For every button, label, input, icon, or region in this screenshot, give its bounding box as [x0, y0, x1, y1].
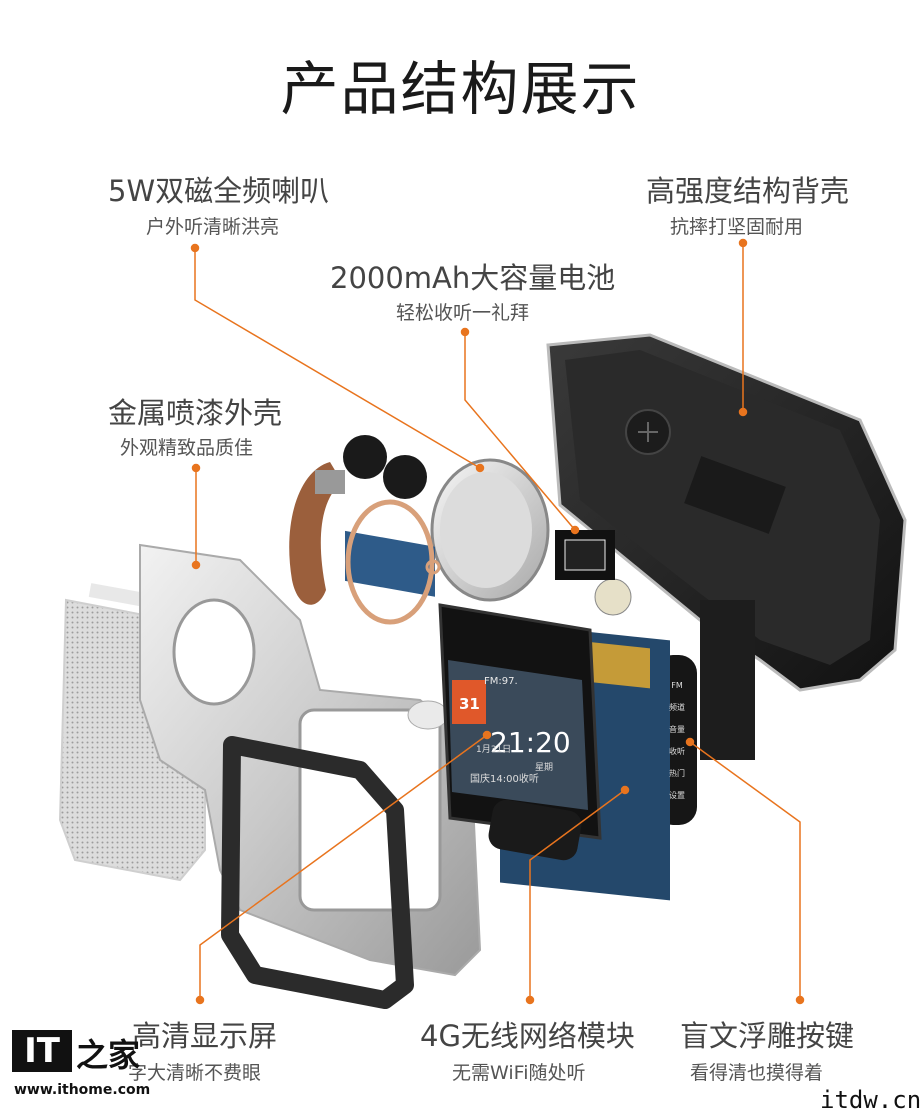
key-label: 音量: [669, 725, 685, 734]
callout-metalshell-label: 金属喷漆外壳: [108, 396, 283, 430]
callout-display-label: 高清显示屏: [132, 1019, 278, 1053]
screen-day: 星期: [535, 763, 554, 773]
callout-battery-sub: 轻松收听一礼拜: [396, 302, 530, 324]
callout-display-sub: 字大清晰不费眼: [128, 1062, 262, 1084]
screen-line2: 1月31日: [476, 745, 512, 755]
key-label: 频道: [669, 703, 685, 712]
callout-network-label: 4G无线网络模块: [420, 1019, 635, 1053]
page-title: 产品结构展示: [280, 55, 641, 123]
watermark-text: itdw.cn: [820, 1086, 921, 1114]
key-labels: FM 频道 音量 收听 热门 设置: [660, 675, 694, 807]
battery-part: [430, 458, 550, 602]
callout-speaker-label: 5W双磁全频喇叭: [108, 174, 330, 208]
callout-battery-label: 2000mAh大容量电池: [330, 261, 616, 295]
display-panel-part: [438, 603, 602, 840]
screen-line3: 国庆14:00收听: [470, 774, 539, 785]
display-bezel-part: [221, 736, 414, 1009]
callout-lines: [190, 238, 805, 1005]
ithome-logo-name: 之家: [76, 1036, 141, 1074]
ithome-url: www.ithome.com: [14, 1082, 151, 1098]
ithome-logo-mark: IT: [12, 1030, 72, 1072]
screen-time: 21:20: [490, 726, 571, 759]
callout-network-sub: 无需WiFi随处听: [452, 1062, 586, 1084]
key-label: 热门: [669, 769, 685, 778]
key-label: 收听: [669, 747, 685, 756]
callout-buttons-sub: 看得清也摸得着: [690, 1062, 824, 1084]
callout-backshell-label: 高强度结构背壳: [646, 174, 850, 208]
speaker-part: [289, 435, 441, 625]
key-label: 设置: [669, 791, 685, 800]
callout-metalshell-sub: 外观精致品质佳: [120, 437, 254, 459]
callout-buttons-label: 盲文浮雕按键: [680, 1019, 855, 1053]
front-buttons-part: [488, 799, 582, 861]
key-label: FM: [671, 681, 683, 690]
screen-freq: FM:97.: [484, 676, 518, 687]
screen-date: 31: [459, 695, 480, 713]
back-shell-part: [546, 333, 907, 692]
callout-speaker-sub: 户外听清晰洪亮: [146, 216, 280, 238]
callout-backshell-sub: 抗摔打坚固耐用: [670, 216, 804, 238]
